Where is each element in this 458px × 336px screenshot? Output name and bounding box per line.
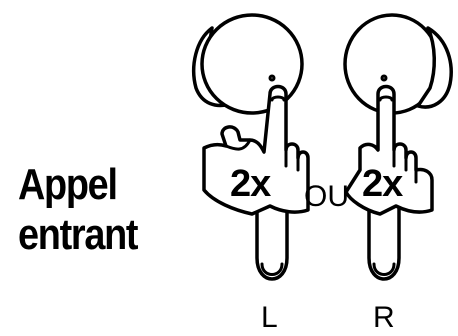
- right-side-label: R: [373, 301, 395, 334]
- left-tap-count: 2x: [230, 163, 271, 205]
- left-hand-tap-icon: [202, 84, 310, 216]
- instruction-line-1: Appel: [18, 160, 118, 209]
- instruction-line-2: entrant: [18, 210, 139, 259]
- or-label: OU: [304, 180, 349, 213]
- right-earbud-icon: [343, 13, 453, 281]
- right-tap-count: 2x: [362, 163, 403, 205]
- right-hand-tap-icon: [344, 84, 434, 216]
- left-side-label: L: [261, 301, 278, 334]
